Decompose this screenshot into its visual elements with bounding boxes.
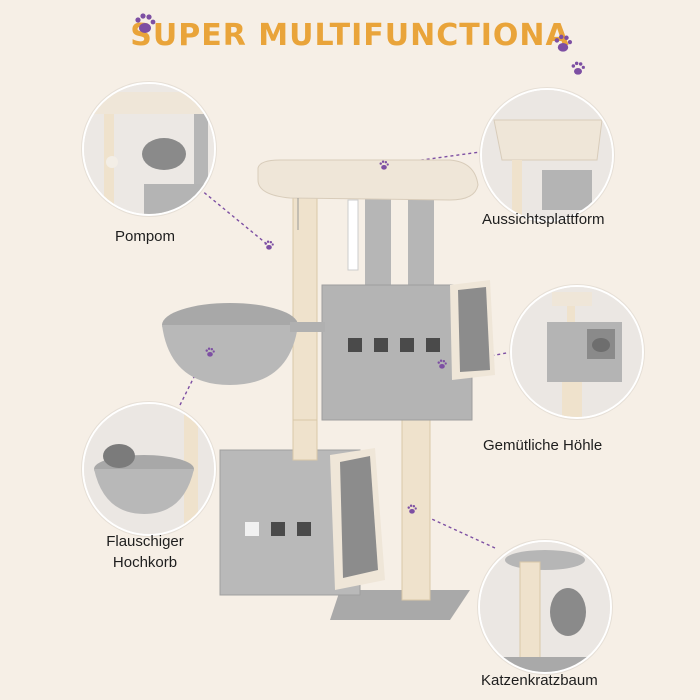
callout-scratching-post: [478, 540, 612, 674]
label-cozy-cave: Gemütliche Höhle: [483, 437, 603, 454]
paw-icon: [205, 347, 215, 357]
upper-condo: [321, 284, 473, 421]
hanging-strap: [347, 199, 359, 271]
sisal-post: [401, 419, 431, 601]
cat-tree: [162, 159, 495, 620]
label-fluffy-basket: Flauschiger Hochkorb: [106, 533, 184, 571]
top-platform: [257, 159, 479, 201]
callout-pompom: [82, 82, 216, 216]
gray-post: [365, 190, 391, 290]
gray-post: [408, 190, 434, 290]
label-scratching-post: Katzenkratzbaum: [481, 672, 598, 689]
page-title: SUPER MULTIFUNCTIONA: [130, 18, 570, 53]
callout-fluffy-basket: [82, 402, 216, 536]
paw-icon: [437, 359, 447, 369]
paw-icon: [407, 504, 417, 514]
tree-base: [330, 590, 470, 620]
paw-icon: [264, 240, 274, 250]
callout-lookout-platform: [480, 88, 614, 222]
label-pompom: Pompom: [115, 228, 176, 245]
callout-cozy-cave: [510, 285, 644, 419]
paw-icon: [554, 34, 573, 52]
paw-icon: [135, 13, 156, 33]
paw-icon: [571, 61, 585, 75]
label-lookout-platform: Aussichtsplattform: [482, 211, 605, 228]
paw-icon: [379, 160, 389, 170]
